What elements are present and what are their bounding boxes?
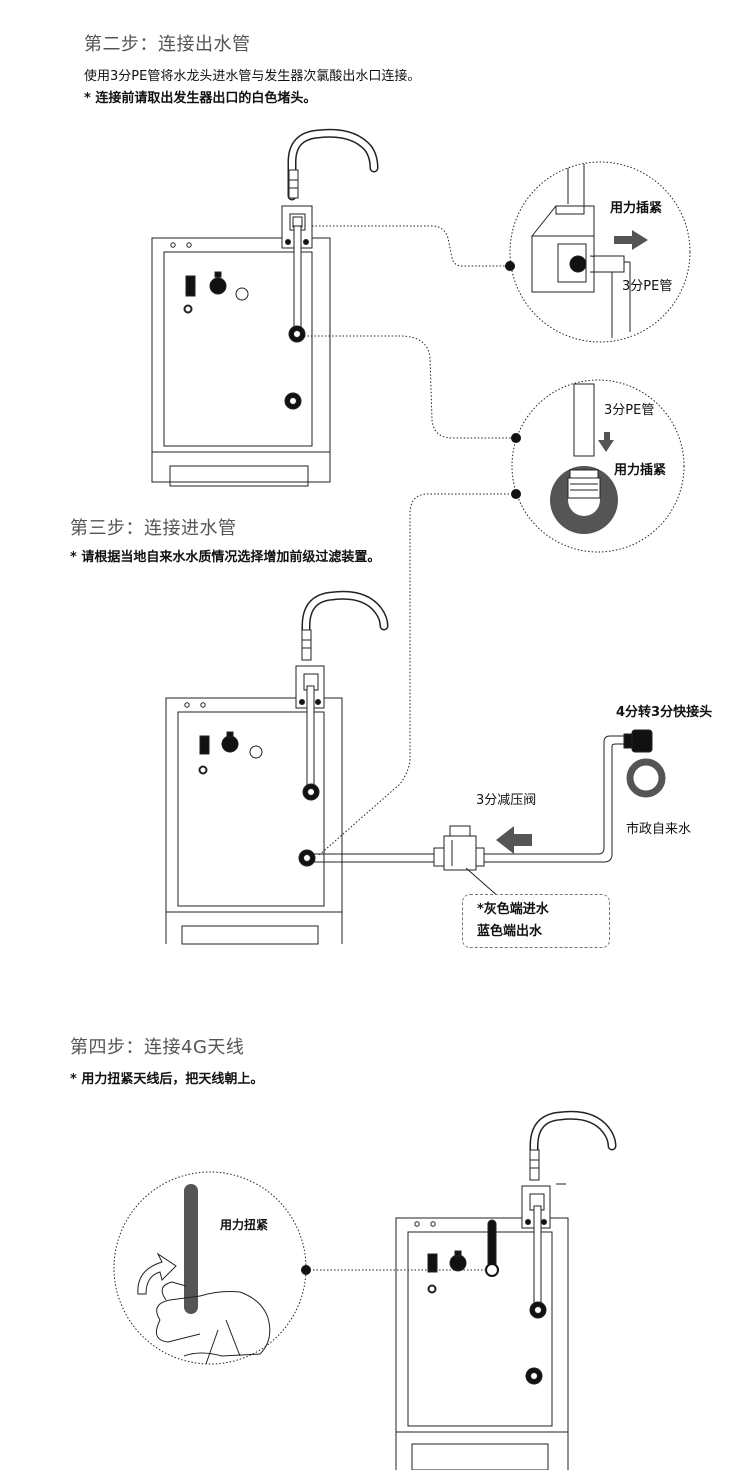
zoom1-force-label: 用力插紧 <box>610 201 663 216</box>
step3-note: * 请根据当地自来水水质情况选择增加前级过滤装置。 <box>70 550 381 565</box>
step4-note: * 用力扭紧天线后，把天线朝上。 <box>70 1072 264 1087</box>
step2-description: 使用3分PE管将水龙头进水管与发生器次氯酸出水口连接。 <box>84 69 421 84</box>
step4-heading: 第四步：连接4G天线 <box>70 1037 245 1058</box>
zoom2-pipe-label: 3分PE管 <box>604 403 655 418</box>
zoom-circle-pipe-insert <box>509 161 691 343</box>
device-step3 <box>165 590 666 945</box>
municipal-water-label: 市政自来水 <box>626 822 692 837</box>
valve-direction-callout: *灰色端进水 蓝色端出水 <box>462 894 610 948</box>
zoom1-pipe-label: 3分PE管 <box>622 279 673 294</box>
step2-heading: 第二步：连接出水管 <box>84 34 251 55</box>
device-step4 <box>395 1110 617 1470</box>
step3-heading: 第三步：连接进水管 <box>70 518 237 539</box>
device-step2 <box>151 128 379 487</box>
antenna-twist-label: 用力扭紧 <box>220 1218 269 1232</box>
step2-note: * 连接前请取出发生器出口的白色堵头。 <box>84 91 317 106</box>
zoom2-force-label: 用力插紧 <box>614 463 667 478</box>
callout-line-inlet: *灰色端进水 <box>477 902 549 917</box>
zoom-circle-antenna <box>113 1171 307 1365</box>
zoom-circle-outlet-insert <box>511 379 685 553</box>
callout-line-outlet: 蓝色端出水 <box>477 924 543 939</box>
quick-connector-label: 4分转3分快接头 <box>616 705 713 720</box>
pressure-valve-label: 3分减压阀 <box>476 793 537 808</box>
